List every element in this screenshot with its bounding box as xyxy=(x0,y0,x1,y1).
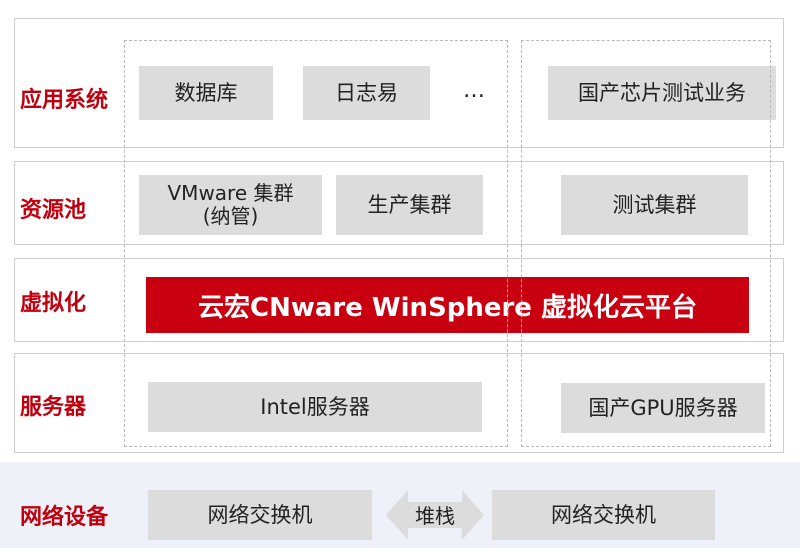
dashed-group-left xyxy=(124,40,508,447)
layer-label-resource-pool: 资源池 xyxy=(20,198,87,223)
app-ellipsis: … xyxy=(463,78,487,103)
stack-label: 堆栈 xyxy=(415,503,455,528)
layer-label-network: 网络设备 xyxy=(20,505,109,530)
stack-double-arrow-icon xyxy=(386,490,484,540)
server-domestic-gpu: 国产GPU服务器 xyxy=(561,383,765,433)
layer-label-server: 服务器 xyxy=(20,395,87,420)
dashed-group-right xyxy=(521,40,771,447)
layer-label-virtualization: 虚拟化 xyxy=(20,291,87,316)
cluster-vmware: VMware 集群 (纳管) xyxy=(139,175,322,235)
server-intel: Intel服务器 xyxy=(148,382,482,432)
virtualization-platform: 云宏CNware WinSphere 虚拟化云平台 xyxy=(146,277,749,333)
app-chip-testing: 国产芯片测试业务 xyxy=(548,66,776,120)
network-switch-left: 网络交换机 xyxy=(148,490,372,540)
cluster-production: 生产集群 xyxy=(336,175,483,235)
app-database: 数据库 xyxy=(139,66,273,120)
app-rizhiyi: 日志易 xyxy=(303,66,430,120)
network-switch-right: 网络交换机 xyxy=(492,490,715,540)
cluster-testing: 测试集群 xyxy=(561,175,748,235)
layer-label-application: 应用系统 xyxy=(20,88,109,113)
